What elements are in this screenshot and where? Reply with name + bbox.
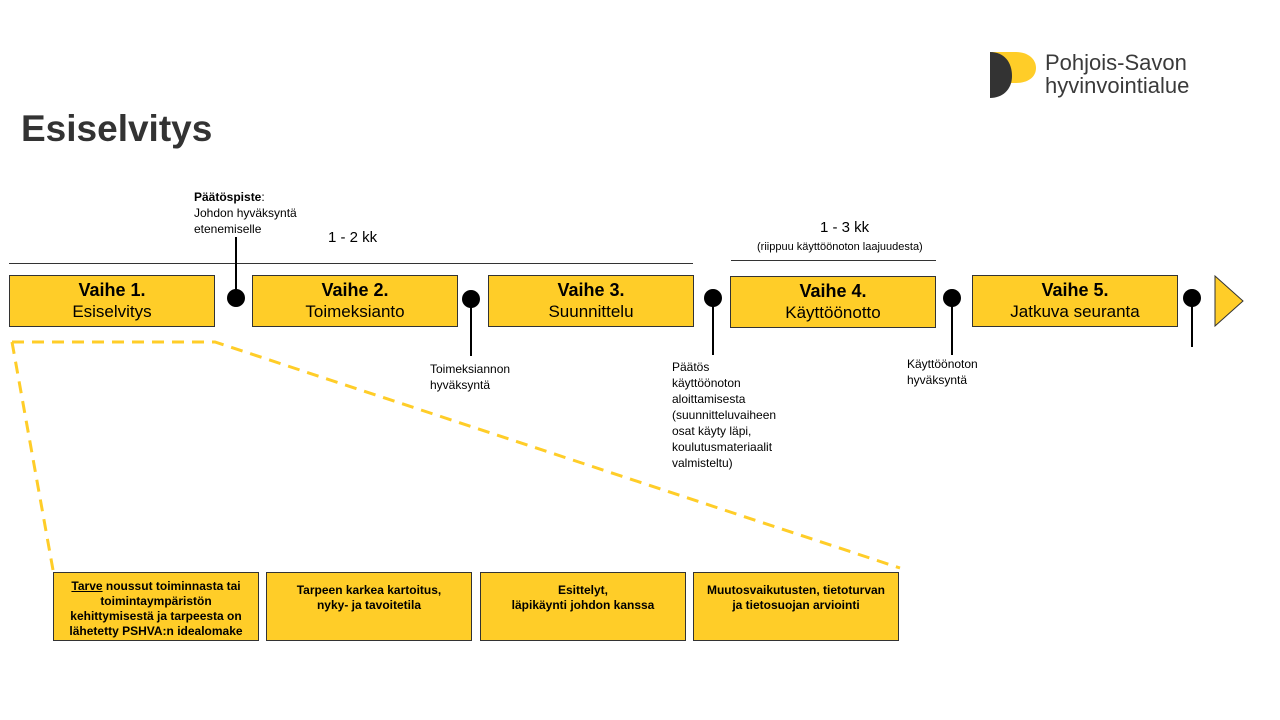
- duration-2: 1 - 3 kk: [820, 219, 870, 236]
- milestone-3-label-line: osat käyty läpi,: [672, 424, 752, 438]
- milestone-3-label-line: koulutusmateriaalit: [672, 440, 773, 454]
- duration-1: 1 - 2 kk: [328, 229, 378, 246]
- phase-4-name: Käyttöönotto: [785, 303, 881, 322]
- milestone-3-label-line: valmisteltu): [672, 456, 733, 470]
- decision-point-line2: Johdon hyväksyntä: [194, 206, 297, 220]
- milestone-3-label-line: (suunnitteluvaiheen: [672, 408, 777, 422]
- task-1-underlined: Tarve: [71, 579, 103, 593]
- phase-3: Vaihe 3. Suunnittelu: [488, 275, 694, 327]
- milestone-3-label: Päätös käyttöönoton aloittamisesta (suun…: [672, 359, 776, 471]
- decision-point-line3: etenemiselle: [194, 222, 262, 236]
- phase-4: Vaihe 4. Käyttöönotto: [730, 276, 936, 328]
- milestone-2-label-line: Toimeksiannon: [430, 362, 511, 376]
- phase-3-name: Suunnittelu: [548, 302, 634, 321]
- logo-line1: Pohjois-Savon: [1045, 50, 1187, 75]
- milestone-4-dot: [943, 289, 961, 307]
- logo-mark-icon: [990, 52, 1036, 98]
- phase-4-number: Vaihe 4.: [799, 281, 867, 301]
- duration-2-note: (riippuu käyttöönoton laajuudesta): [757, 241, 923, 253]
- phase-2: Vaihe 2. Toimeksianto: [252, 275, 458, 327]
- milestone-5-line: [1191, 305, 1193, 347]
- phase-5-number: Vaihe 5.: [1041, 280, 1109, 300]
- task-3-line2: läpikäynti johdon kanssa: [511, 597, 655, 612]
- task-4-line1: Muutosvaikutusten, tietoturvan: [706, 582, 885, 597]
- task-1-line2: toimintaympäristön: [100, 594, 212, 608]
- milestone-4-label-line: hyväksyntä: [907, 373, 968, 387]
- logo-text: Pohjois-Savon hyvinvointialue: [1045, 51, 1189, 97]
- milestone-2-label: Toimeksiannon hyväksyntä: [430, 361, 510, 393]
- milestone-2-line: [470, 306, 472, 356]
- task-1-line1: noussut toiminnasta tai: [102, 579, 241, 593]
- task-2-line1: Tarpeen karkea kartoitus,: [296, 582, 442, 597]
- zoom-dashed-line-left: [10, 341, 55, 571]
- page-title: Esiselvitys: [21, 108, 213, 149]
- phase-5-name: Jatkuva seuranta: [1010, 302, 1140, 321]
- phase-2-name: Toimeksianto: [305, 302, 405, 321]
- milestone-4-line: [951, 305, 953, 355]
- duration-2-line: [731, 260, 936, 261]
- task-1-line3: kehittymisestä ja tarpeesta on: [70, 609, 242, 623]
- task-3: Esittelyt, läpikäynti johdon kanssa: [480, 572, 686, 641]
- task-4-line2: ja tietosuojan arviointi: [732, 597, 860, 612]
- task-2-line2: nyky- ja tavoitetila: [316, 597, 422, 612]
- milestone-3-label-line: aloittamisesta: [672, 392, 746, 406]
- milestone-3-label-line: Päätös: [672, 360, 710, 374]
- milestone-1-dot: [227, 289, 245, 307]
- logo: Pohjois-Savon hyvinvointialue: [988, 50, 1218, 102]
- decision-point-label: Päätöspiste: Johdon hyväksyntä etenemise…: [194, 189, 297, 237]
- zoom-dashed-line-right: [12, 340, 901, 570]
- duration-1-line: [9, 263, 693, 264]
- task-1-line4: lähetetty PSHVA:n idealomake: [69, 624, 243, 638]
- milestone-2-dot: [462, 290, 480, 308]
- milestone-1-line: [235, 237, 237, 292]
- milestone-3-label-line: käyttöönoton: [672, 376, 741, 390]
- phase-1-name: Esiselvitys: [72, 302, 152, 321]
- milestone-5-dot: [1183, 289, 1201, 307]
- phase-2-number: Vaihe 2.: [321, 280, 389, 300]
- phase-1-number: Vaihe 1.: [78, 280, 146, 300]
- decision-point-colon: :: [261, 190, 265, 204]
- milestone-2-label-line: hyväksyntä: [430, 378, 491, 392]
- phase-1: Vaihe 1. Esiselvitys: [9, 275, 215, 327]
- milestone-4-label-line: Käyttöönoton: [907, 357, 978, 371]
- task-1: Tarve noussut toiminnasta tai toimintaym…: [53, 572, 259, 641]
- phase-3-number: Vaihe 3.: [557, 280, 625, 300]
- milestone-3-dot: [704, 289, 722, 307]
- task-4: Muutosvaikutusten, tietoturvan ja tietos…: [693, 572, 899, 641]
- end-arrow-icon: [1214, 274, 1244, 328]
- logo-line2: hyvinvointialue: [1045, 73, 1190, 98]
- milestone-4-label: Käyttöönoton hyväksyntä: [907, 356, 978, 388]
- phase-5: Vaihe 5. Jatkuva seuranta: [972, 275, 1178, 327]
- decision-point-bold: Päätöspiste: [194, 190, 262, 204]
- task-2: Tarpeen karkea kartoitus, nyky- ja tavoi…: [266, 572, 472, 641]
- task-3-line1: Esittelyt,: [557, 582, 608, 597]
- milestone-3-line: [712, 305, 714, 355]
